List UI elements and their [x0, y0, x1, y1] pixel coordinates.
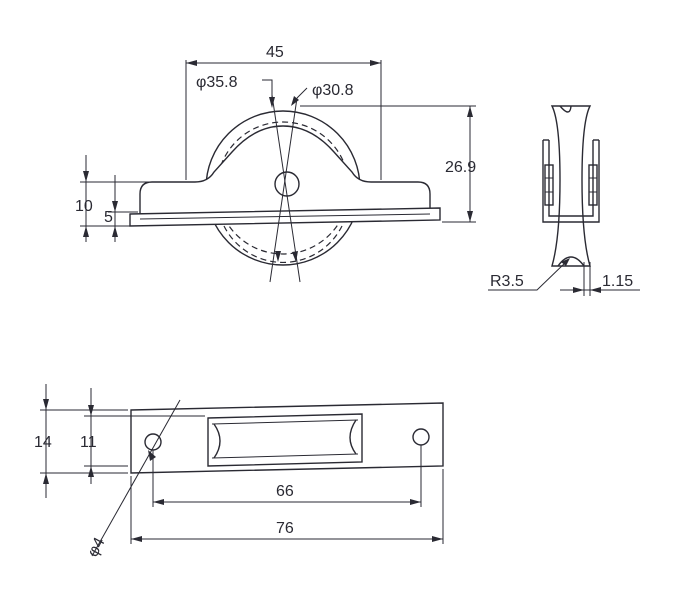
dim-14-arrow-bottom: [43, 473, 49, 484]
dim-5-label: 5: [104, 209, 113, 226]
outer-diameter-leader: [262, 79, 273, 98]
dim-66-arrow-right: [410, 499, 421, 505]
side-axle-right: [588, 164, 598, 206]
top-channel-edge-1: [211, 419, 359, 425]
top-channel-edge-2: [211, 453, 359, 459]
dim-45-arrow-right: [370, 60, 381, 66]
bracket-profile: [139, 125, 431, 215]
side-view: R3.5 1.15: [488, 105, 640, 296]
thickness-arrow-right: [590, 287, 601, 293]
center-leader-line-2: [269, 97, 298, 283]
hole-diameter-label: φ4: [85, 535, 109, 560]
hole-leader-line: [91, 399, 181, 557]
radius-label: R3.5: [490, 273, 524, 290]
dim-11-arrow-bottom: [88, 466, 94, 477]
top-plate-outline: [130, 402, 444, 474]
front-view: 45 φ35.8 φ30.8 26.9 10 5: [75, 44, 476, 283]
dim-76-label: 76: [276, 520, 294, 537]
leader-arrow-3: [275, 251, 281, 262]
dim-76-arrow-right: [432, 536, 443, 542]
side-wheel-groove-bottom: [557, 256, 585, 267]
leader-arrow-4: [292, 251, 298, 262]
side-wheel-groove: [559, 105, 572, 113]
dim-76-arrow-left: [131, 536, 142, 542]
dim-14-arrow-top: [43, 399, 49, 410]
dim-66-arrow-left: [153, 499, 164, 505]
dim-5-arrow-top: [112, 201, 118, 212]
dim-14-label: 14: [34, 434, 52, 451]
thickness-label: 1.15: [602, 273, 633, 290]
dim-66-label: 66: [276, 483, 294, 500]
dim-45-arrow-left: [186, 60, 197, 66]
dim-45-label: 45: [266, 44, 284, 61]
dim-10-arrow-bottom: [83, 226, 89, 237]
top-channel-outline: [207, 413, 363, 467]
side-wheel-body: [550, 105, 592, 267]
dim-26-9-arrow-top: [467, 106, 473, 117]
hole-leader-arrow: [148, 450, 156, 461]
top-wheel-left-rim: [213, 423, 221, 459]
outer-diameter-label: φ35.8: [196, 74, 238, 91]
inner-diameter-label: φ30.8: [312, 82, 354, 99]
radius-leader: [488, 261, 567, 291]
dim-11-arrow-top: [88, 405, 94, 416]
dim-11-label: 11: [80, 434, 97, 451]
dim-10-label: 10: [75, 198, 93, 215]
wheel-lower-arc: [223, 225, 343, 264]
radius-arrow: [561, 258, 570, 266]
dim-26-9-label: 26.9: [445, 159, 476, 176]
inner-diameter-leader: [296, 87, 308, 99]
dim-10-arrow-top: [83, 171, 89, 182]
base-plate-edge: [139, 213, 431, 220]
side-axle-left: [544, 164, 554, 206]
side-bracket-outer: [542, 140, 600, 223]
leader-arrow-2: [291, 96, 299, 106]
dim-26-9-arrow-bottom: [467, 211, 473, 222]
dim-5-arrow-bottom: [112, 226, 118, 237]
center-leader-line-1: [271, 94, 301, 283]
top-view: 14 11 66 76 φ4: [34, 384, 444, 560]
top-wheel-right-rim: [349, 419, 357, 455]
thickness-arrow-left: [573, 287, 584, 293]
leader-arrow-1: [269, 97, 275, 108]
